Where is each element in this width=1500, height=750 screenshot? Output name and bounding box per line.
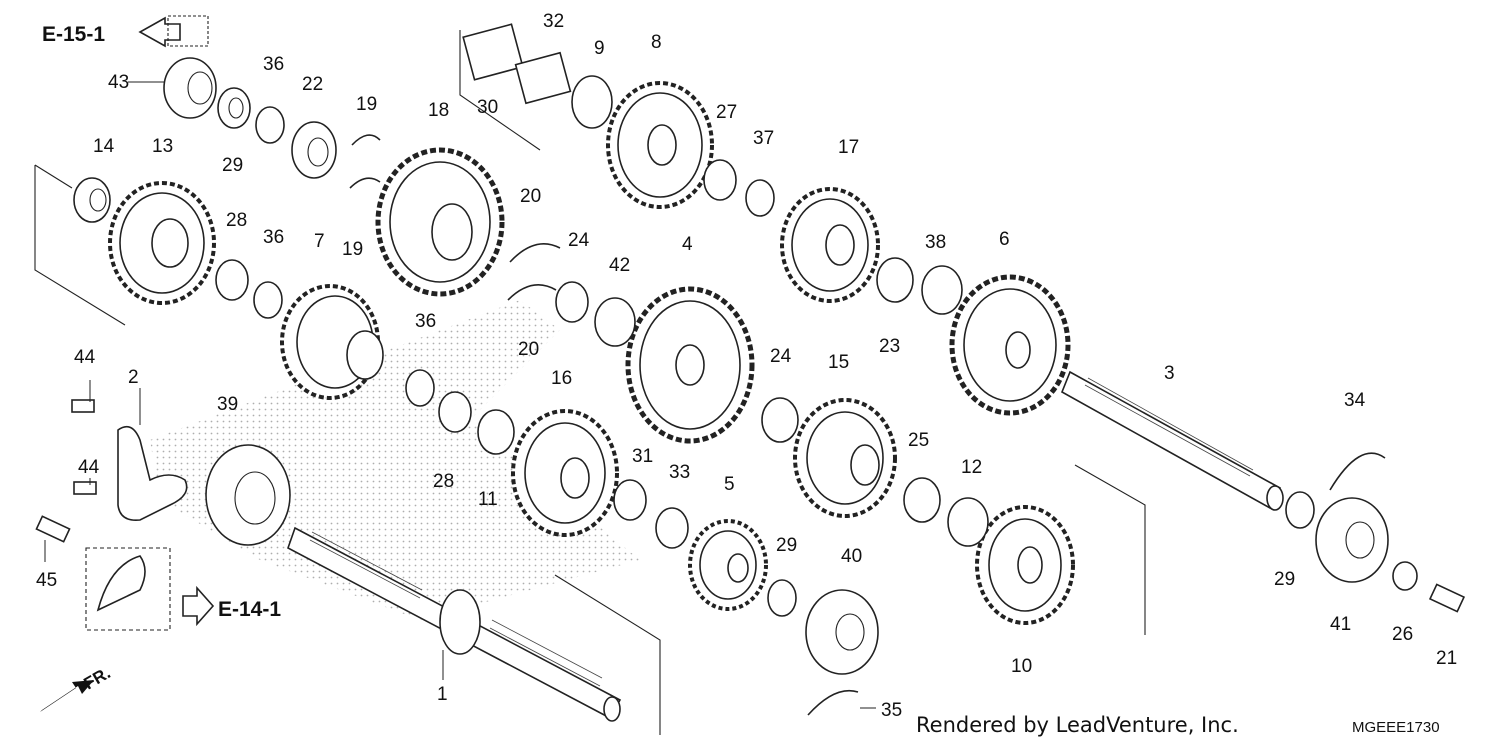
gear-17[interactable] <box>780 187 880 303</box>
callout-11: 11 <box>478 489 498 510</box>
callout-44b: 44 <box>78 457 100 478</box>
part-main-shaft[interactable] <box>287 526 622 722</box>
gear-8[interactable] <box>606 81 714 209</box>
callout-43: 43 <box>108 72 129 93</box>
stipple-band <box>150 300 640 620</box>
callout-4: 4 <box>682 234 693 255</box>
assembly-lines <box>34 30 1146 735</box>
callout-1: 1 <box>437 684 448 705</box>
ref-arrow-bottom-left[interactable]: E-14-1 <box>182 585 281 627</box>
callout-36c: 36 <box>415 311 436 332</box>
bearing-parts[interactable] <box>73 57 1389 675</box>
callouts: 1 2 3 4 5 6 7 8 9 10 11 12 13 14 15 16 1… <box>36 11 1457 721</box>
callout-37: 37 <box>753 128 774 149</box>
callout-20b: 20 <box>518 339 539 360</box>
callout-28b: 28 <box>433 471 454 492</box>
callout-39: 39 <box>217 394 238 415</box>
callout-17: 17 <box>838 137 859 158</box>
callout-22: 22 <box>302 74 323 95</box>
gear-13[interactable] <box>108 181 216 305</box>
callout-10: 10 <box>1011 656 1032 677</box>
callout-5: 5 <box>724 474 735 495</box>
callout-44a: 44 <box>74 347 96 368</box>
footer-credit: Rendered by LeadVenture, Inc. <box>916 713 1239 737</box>
callout-28a: 28 <box>226 210 247 231</box>
callout-6: 6 <box>999 229 1010 250</box>
diagram-code: MGEEE1730 <box>1352 719 1440 736</box>
gear-18[interactable] <box>375 147 505 297</box>
leader-lines <box>44 81 876 709</box>
callout-19b: 19 <box>342 239 363 260</box>
callout-15: 15 <box>828 352 849 373</box>
callout-42: 42 <box>609 255 630 276</box>
callout-26: 26 <box>1392 624 1413 645</box>
callout-24b: 24 <box>770 346 792 367</box>
front-arrow-icon: FR. <box>40 663 114 712</box>
gear-4[interactable] <box>625 286 755 444</box>
callout-33: 33 <box>669 462 690 483</box>
callout-45: 45 <box>36 570 57 591</box>
callout-31: 31 <box>632 446 653 467</box>
gear-16[interactable] <box>511 409 619 537</box>
callout-36b: 36 <box>263 227 284 248</box>
washer-parts[interactable] <box>215 23 1418 716</box>
callout-29a: 29 <box>222 155 243 176</box>
gear-7[interactable] <box>280 284 384 400</box>
callout-36a: 36 <box>263 54 284 75</box>
callout-41: 41 <box>1330 614 1351 635</box>
callout-9: 9 <box>594 38 605 59</box>
callout-20a: 20 <box>520 186 541 207</box>
callout-35: 35 <box>881 700 902 721</box>
callout-23: 23 <box>879 336 900 357</box>
callout-21: 21 <box>1436 648 1457 669</box>
callout-8: 8 <box>651 32 662 53</box>
gear-10[interactable] <box>975 505 1075 625</box>
gear-5[interactable] <box>688 519 768 611</box>
callout-14: 14 <box>93 136 115 157</box>
callout-18: 18 <box>428 100 449 121</box>
callout-27: 27 <box>716 102 737 123</box>
callout-29c: 29 <box>1274 569 1295 590</box>
callout-25: 25 <box>908 430 929 451</box>
gear-15[interactable] <box>793 398 897 518</box>
callout-40: 40 <box>841 546 862 567</box>
callout-34: 34 <box>1344 390 1366 411</box>
callout-2: 2 <box>128 367 139 388</box>
ref-arrow-top-left[interactable]: E-15-1 <box>42 15 209 48</box>
callout-19a: 19 <box>356 94 377 115</box>
callout-24a: 24 <box>568 230 590 251</box>
callout-7: 7 <box>314 231 325 252</box>
callout-13: 13 <box>152 136 173 157</box>
part-counter-shaft[interactable] <box>1060 370 1284 511</box>
gear-6[interactable] <box>949 274 1071 416</box>
ref-label-bottom: E-14-1 <box>218 598 281 621</box>
callout-3: 3 <box>1164 363 1175 384</box>
callout-29b: 29 <box>776 535 797 556</box>
callout-32: 32 <box>543 11 564 32</box>
ref-label-top: E-15-1 <box>42 23 105 46</box>
callout-16: 16 <box>551 368 572 389</box>
callout-12: 12 <box>961 457 982 478</box>
callout-30: 30 <box>477 97 498 118</box>
callout-38: 38 <box>925 232 946 253</box>
